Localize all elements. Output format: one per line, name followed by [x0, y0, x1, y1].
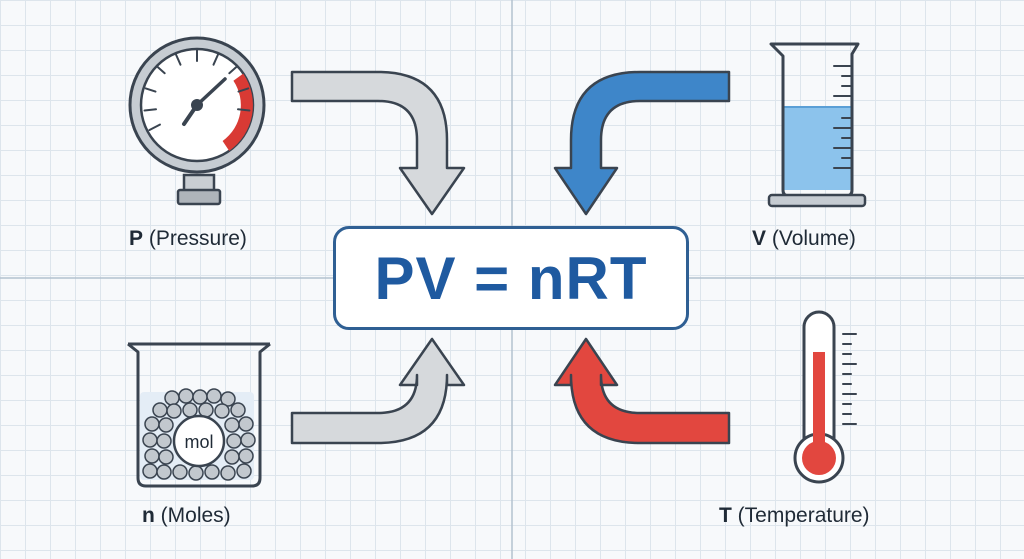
thermometer-icon — [793, 310, 857, 484]
equation-box: PV = nRT — [333, 226, 689, 330]
pressure-name: (Pressure) — [148, 227, 247, 250]
temperature-symbol: T — [719, 504, 732, 527]
volume-symbol: V — [752, 227, 767, 250]
pressure-label: P (Pressure) — [129, 227, 247, 251]
molecule-spheres-icon — [142, 388, 256, 481]
beaker-icon: mol — [127, 342, 271, 488]
pressure-arrow — [290, 70, 466, 216]
moles-arrow — [290, 337, 466, 445]
moles-symbol: n — [142, 504, 155, 527]
temperature-label: T (Temperature) — [719, 504, 870, 528]
volume-name: (Volume) — [771, 227, 856, 250]
graduated-cylinder-icon — [767, 42, 867, 208]
volume-label: V (Volume) — [752, 227, 856, 251]
moles-label: n (Moles) — [142, 504, 231, 528]
temperature-arrow — [553, 337, 731, 445]
beaker-label: mol — [184, 432, 213, 452]
pressure-gauge-icon — [128, 36, 266, 206]
pressure-symbol: P — [129, 227, 144, 250]
moles-name: (Moles) — [160, 504, 231, 527]
volume-arrow — [553, 70, 731, 216]
equation-text: PV = nRT — [374, 244, 648, 312]
temperature-name: (Temperature) — [737, 504, 870, 527]
